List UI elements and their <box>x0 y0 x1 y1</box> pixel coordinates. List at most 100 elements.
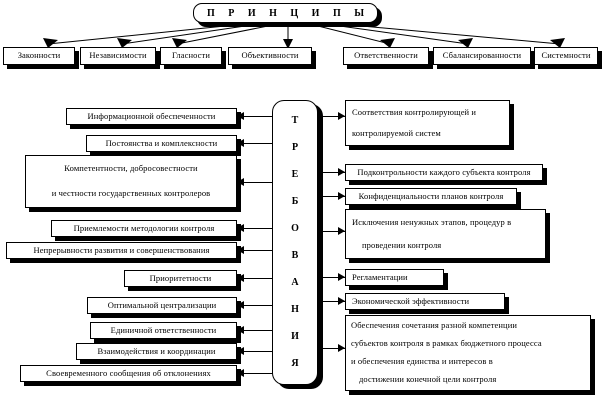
band-letter-7: Н <box>291 304 299 316</box>
principle-box-2: Гласности <box>160 47 222 65</box>
principle-box-1: Независимости <box>80 47 156 65</box>
band-letter-5: В <box>291 250 299 262</box>
left-connector-9 <box>237 373 274 374</box>
principle-box-5: Сбалансированности <box>433 47 531 65</box>
requirement-left-box-9: Своевременного сообщения об отклонениях <box>20 365 237 382</box>
left-arrow-9 <box>237 369 244 377</box>
requirement-left-box-0: Информационной обеспеченности <box>66 108 237 125</box>
right-arrow-3 <box>338 227 345 235</box>
requirement-left-box-1: Постоянства и комплексности <box>86 135 237 152</box>
requirement-left-box-7: Единичной ответственности <box>90 322 237 339</box>
requirement-line: субъектов контроля в рамках бюджетного п… <box>351 338 542 349</box>
requirement-right-box-0: Соответствия контролирующей и контролиру… <box>345 100 510 146</box>
band-letter-0: Т <box>291 114 299 126</box>
principle-label: Сбалансированности <box>442 50 522 61</box>
left-connector-8 <box>237 351 274 352</box>
right-connector-5 <box>318 301 345 302</box>
principle-connectors <box>43 25 565 49</box>
right-arrow-5 <box>338 297 345 305</box>
right-connector-1 <box>318 172 345 173</box>
requirement-right-box-3: Исключения ненужных этапов, процедур в п… <box>345 209 546 259</box>
left-connector-2 <box>237 182 274 183</box>
requirement-line: Приемлемости методологии контроля <box>73 222 215 233</box>
requirement-right-box-6: Обеспечения сочетания разной компетенции… <box>345 315 591 391</box>
requirement-line: проведении контроля <box>362 239 442 250</box>
requirement-left-box-5: Приоритетности <box>124 270 237 287</box>
requirement-line: Регламентации <box>352 271 408 282</box>
band-letter-3: Б <box>291 195 299 207</box>
requirement-line: Конфиденциальности планов контроля <box>358 190 504 201</box>
requirement-line: контролируемой систем <box>352 127 441 138</box>
requirement-line: Постоянства и комплексности <box>105 137 218 148</box>
right-connector-3 <box>318 231 345 232</box>
left-connector-4 <box>237 250 274 251</box>
requirement-line: Непрерывности развития и совершенствован… <box>33 244 210 255</box>
requirement-line: и честности государственных контролеров <box>51 187 211 198</box>
principle-label: Гласности <box>171 50 210 61</box>
left-arrow-2 <box>237 178 244 186</box>
band-letter-4: О <box>291 222 299 234</box>
title-box: П Р И Н Ц И П Ы <box>193 3 378 23</box>
right-arrow-4 <box>338 273 345 281</box>
requirement-line: Соответствия контролирующей и <box>352 106 477 117</box>
left-arrow-4 <box>237 246 244 254</box>
right-arrow-1 <box>338 168 345 176</box>
left-arrow-0 <box>237 112 244 120</box>
principle-box-0: Законности <box>3 47 75 65</box>
left-connector-3 <box>237 228 274 229</box>
requirement-line: Компетентности, добросовестности <box>64 163 198 174</box>
requirements-band: Т Р Е Б О В А Н И Я <box>272 100 318 385</box>
left-connector-1 <box>237 143 274 144</box>
band-letter-8: И <box>291 331 299 343</box>
left-arrow-6 <box>237 301 244 309</box>
requirement-right-box-1: Подконтрольности каждого субъекта контро… <box>345 164 543 181</box>
requirement-line: Взаимодействия и координации <box>97 345 216 356</box>
left-arrow-8 <box>237 347 244 355</box>
band-letter-2: Е <box>291 168 299 180</box>
principle-label: Ответственности <box>354 50 418 61</box>
right-connector-6 <box>318 348 345 349</box>
left-connector-6 <box>237 305 274 306</box>
left-connector-5 <box>237 278 274 279</box>
left-arrow-3 <box>237 224 244 232</box>
requirement-line: Единичной ответственности <box>110 324 217 335</box>
requirement-line: достижении конечной цели контроля <box>359 374 497 385</box>
requirement-left-box-2: Компетентности, добросовестности и честн… <box>25 155 237 208</box>
requirement-left-box-6: Оптимальной централизации <box>87 297 237 314</box>
requirement-line: и обеспечения единства и интересов в <box>351 356 493 367</box>
requirement-left-box-3: Приемлемости методологии контроля <box>51 220 237 237</box>
left-arrow-7 <box>237 326 244 334</box>
requirement-right-box-2: Конфиденциальности планов контроля <box>345 188 517 205</box>
left-connector-7 <box>237 330 274 331</box>
right-arrow-0 <box>338 112 345 120</box>
left-arrow-5 <box>237 274 244 282</box>
requirement-left-box-4: Непрерывности развития и совершенствован… <box>6 242 237 259</box>
right-connector-0 <box>318 116 345 117</box>
requirement-line: Приоритетности <box>149 272 212 283</box>
requirement-line: Своевременного сообщения об отклонениях <box>46 367 211 378</box>
requirement-line: Информационной обеспеченности <box>87 110 216 121</box>
principle-label: Объективности <box>241 50 299 61</box>
principle-label: Законности <box>17 50 61 61</box>
band-letter-9: Я <box>291 358 299 370</box>
principle-box-3: Объективности <box>228 47 312 65</box>
left-connector-0 <box>237 116 274 117</box>
principle-box-6: Системности <box>534 47 598 65</box>
requirement-line: Экономической эффективности <box>352 295 470 306</box>
requirement-line: Оптимальной централизации <box>107 299 217 310</box>
band-letter-1: Р <box>291 141 299 153</box>
right-arrow-2 <box>338 192 345 200</box>
requirement-right-box-5: Экономической эффективности <box>345 293 505 310</box>
right-arrow-6 <box>338 344 345 352</box>
requirement-line: Исключения ненужных этапов, процедур в <box>352 216 512 227</box>
requirement-line: Подконтрольности каждого субъекта контро… <box>357 166 531 177</box>
principle-box-4: Ответственности <box>343 47 429 65</box>
requirement-right-box-4: Регламентации <box>345 269 444 286</box>
right-connector-2 <box>318 196 345 197</box>
right-connector-4 <box>318 277 345 278</box>
requirement-left-box-8: Взаимодействия и координации <box>76 343 237 360</box>
principle-label: Независимости <box>89 50 147 61</box>
left-arrow-1 <box>237 139 244 147</box>
requirement-line: Обеспечения сочетания разной компетенции <box>351 320 517 331</box>
